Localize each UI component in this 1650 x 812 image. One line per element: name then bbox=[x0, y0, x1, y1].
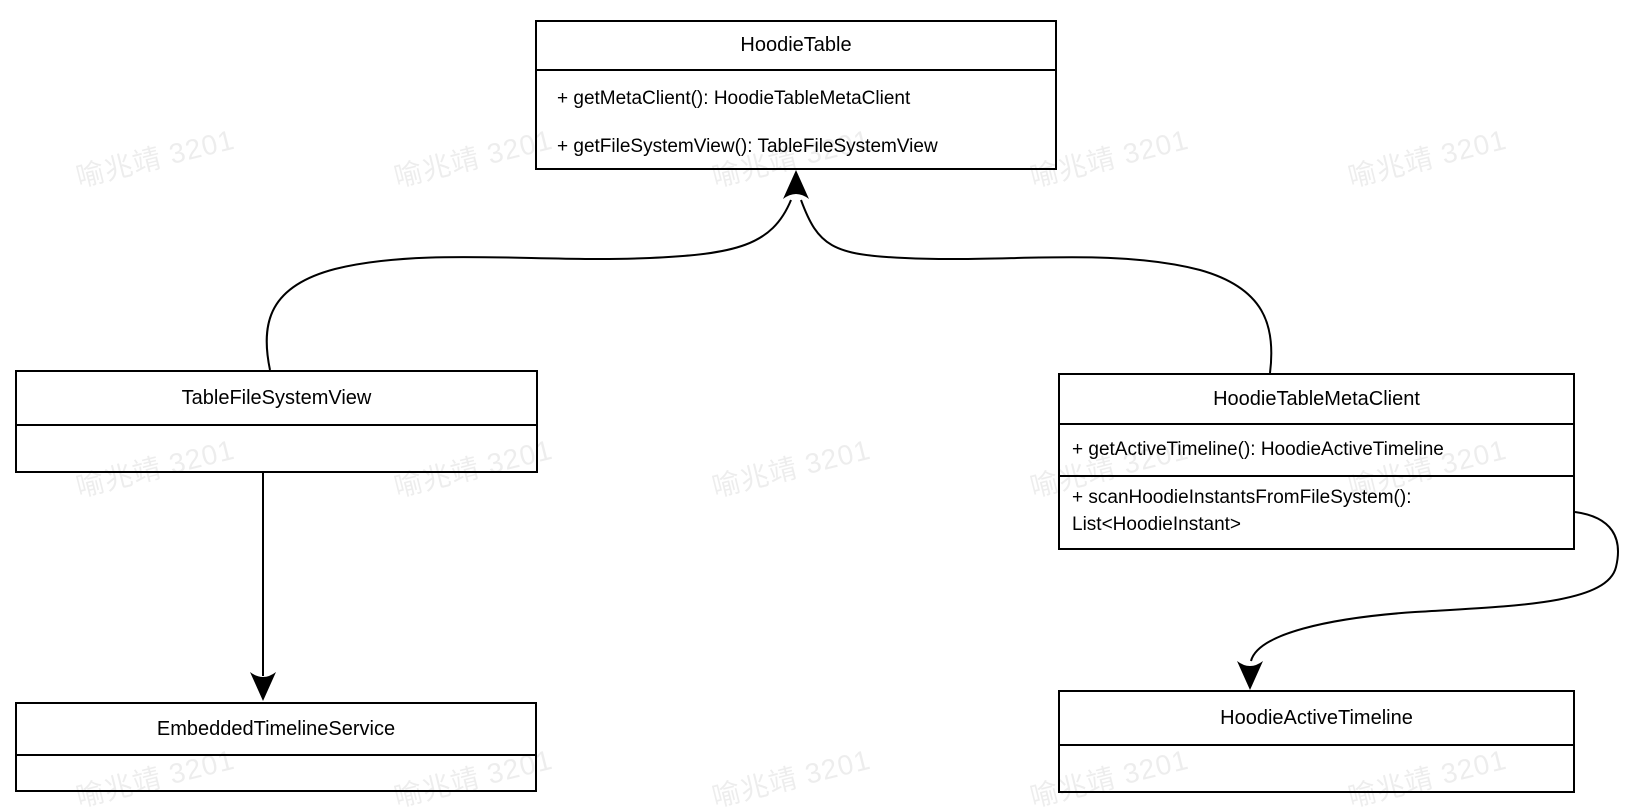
edge-hoodietablemetaclient-to-hoodieactivetimeline[interactable] bbox=[1250, 511, 1619, 662]
class-empty-section bbox=[17, 424, 536, 469]
class-empty-section bbox=[17, 754, 535, 790]
arrowhead-down-embeddedtimelineservice[interactable] bbox=[250, 672, 276, 701]
watermark-text: 喻兆靖 3201 bbox=[72, 123, 238, 194]
class-title-embedded-timeline-service: EmbeddedTimelineService bbox=[156, 717, 396, 740]
watermark-text: 喻兆靖 3201 bbox=[708, 433, 874, 504]
class-title-hoodie-active-timeline: HoodieActiveTimeline bbox=[1220, 706, 1413, 729]
watermark-text: 喻兆靖 3201 bbox=[1344, 123, 1510, 194]
class-title-hoodie-table: HoodieTable bbox=[740, 34, 852, 56]
class-empty-section bbox=[1060, 744, 1573, 791]
class-hoodie-table[interactable]: HoodieTable + getMetaClient(): HoodieTab… bbox=[535, 20, 1057, 170]
edge-hoodietablemetaclient-to-hoodietable[interactable] bbox=[800, 199, 1273, 374]
class-methods-hoodie-table: + getMetaClient(): HoodieTableMetaClient… bbox=[537, 69, 1055, 166]
method-getfilesystemview: + getFileSystemView(): TableFileSystemVi… bbox=[557, 136, 938, 157]
method-getmetaclient: + getMetaClient(): HoodieTableMetaClient bbox=[557, 88, 911, 109]
class-title-hoodie-table-meta-client: HoodieTableMetaClient bbox=[1213, 387, 1420, 410]
class-hoodie-table-meta-client[interactable]: HoodieTableMetaClient + getActiveTimelin… bbox=[1058, 373, 1575, 550]
class-embedded-timeline-service[interactable]: EmbeddedTimelineService bbox=[15, 702, 537, 792]
method-getactivetimeline: + getActiveTimeline(): HoodieActiveTimel… bbox=[1060, 423, 1573, 475]
arrowhead-up-hoodietable[interactable] bbox=[783, 170, 809, 199]
edge-tablefilesystemview-to-hoodietable[interactable] bbox=[265, 199, 792, 371]
class-hoodie-active-timeline[interactable]: HoodieActiveTimeline bbox=[1058, 690, 1575, 793]
method-scanhoodieinstantsfromfilesystem: + scanHoodieInstantsFromFileSystem(): Li… bbox=[1060, 475, 1573, 544]
class-title-table-file-system-view: TableFileSystemView bbox=[181, 386, 372, 409]
watermark-text: 喻兆靖 3201 bbox=[708, 743, 874, 812]
arrowhead-down-hoodieactivetimeline[interactable] bbox=[1237, 661, 1263, 690]
watermark-text: 喻兆靖 3201 bbox=[390, 123, 556, 194]
class-table-file-system-view[interactable]: TableFileSystemView bbox=[15, 370, 538, 473]
